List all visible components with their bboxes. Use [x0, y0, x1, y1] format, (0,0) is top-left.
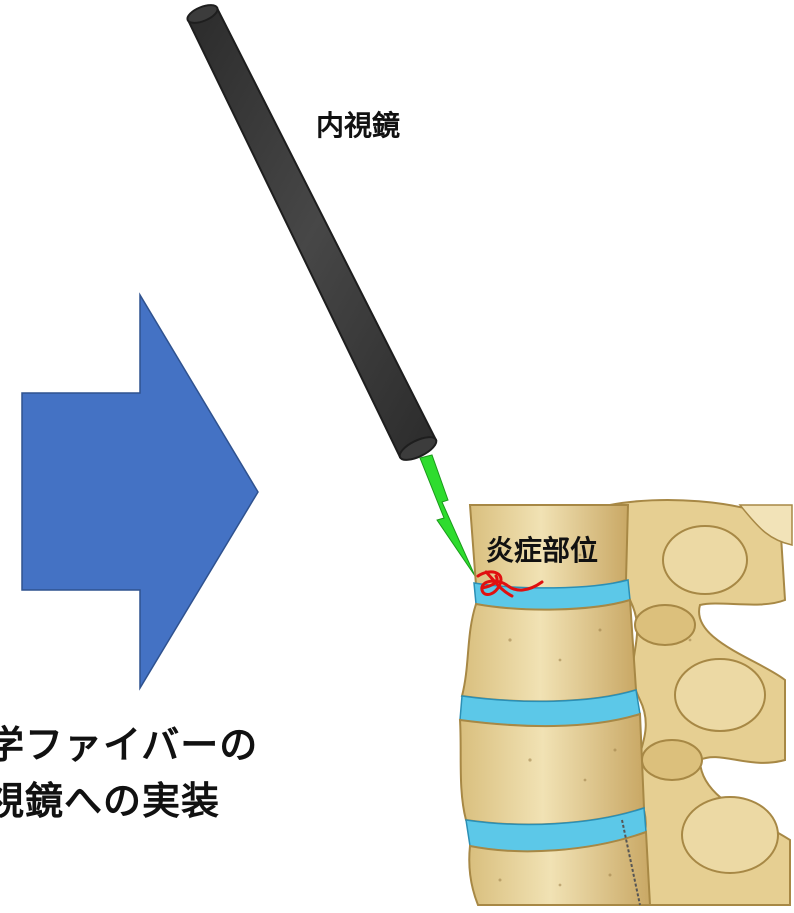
right-arrow-icon [22, 295, 258, 688]
endoscope-tube-icon [185, 2, 439, 465]
lightning-beam-icon [420, 455, 475, 576]
endoscope-label: 内視鏡 [316, 104, 400, 144]
inflammation-site-label: 炎症部位 [486, 529, 598, 569]
caption-line-1: 学ファイバーの [0, 714, 258, 769]
caption-line-2: 視鏡への実装 [0, 770, 220, 825]
